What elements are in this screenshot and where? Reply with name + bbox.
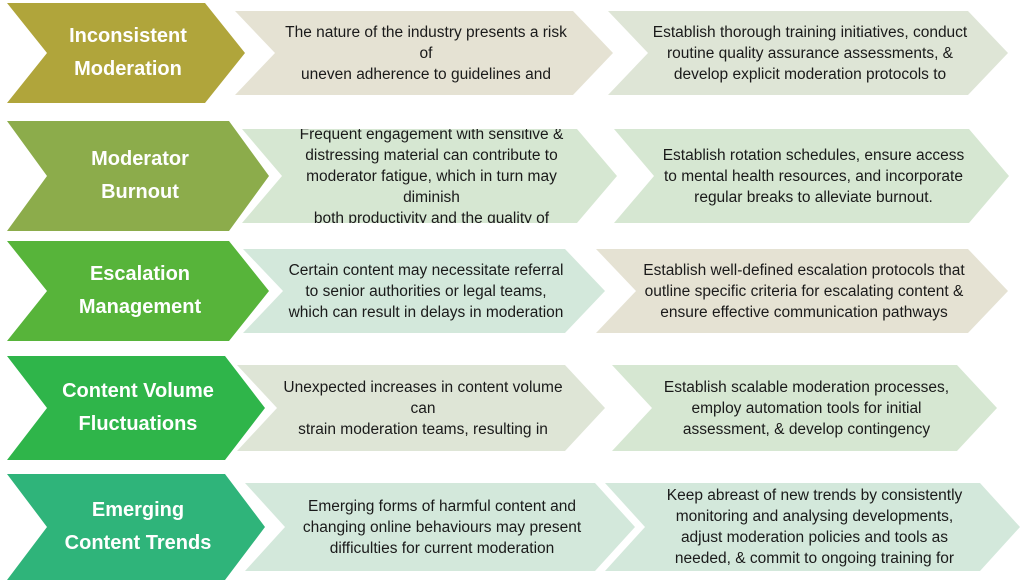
challenge-description-chevron: Unexpected increases in content volume c… <box>237 365 605 451</box>
text-line: difficulties for current moderation <box>329 539 555 557</box>
text-line: moderator fatigue, which in turn may dim… <box>306 167 557 206</box>
challenge-description-chevron-text: Emerging forms of harmful content and cha… <box>303 496 581 559</box>
text-line: adjust moderation policies and tools as <box>680 529 949 546</box>
text-line: needed, & commit to ongoing training for <box>674 550 955 567</box>
challenge-description-chevron: Frequent engagement with sensitive &dist… <box>242 129 617 223</box>
text-line: distressing material can contribute to <box>305 146 558 164</box>
text-line: routine quality assurance assessments, & <box>666 44 954 62</box>
text-line: develop explicit moderation protocols to <box>673 65 947 83</box>
text-line: Moderation <box>74 58 182 80</box>
text-line: changing online behaviours may present <box>302 518 582 536</box>
text-line: Content Volume <box>62 380 214 402</box>
solution-chevron-text: Establish scalable moderation processes,… <box>664 377 949 440</box>
text-line: Management <box>78 296 202 318</box>
challenge-description-chevron: The nature of the industry presents a ri… <box>235 11 613 95</box>
text-line: Certain content may necessitate referral <box>288 261 564 279</box>
text-line: regular breaks to alleviate burnout. <box>694 188 933 206</box>
challenge-description-chevron-text: Frequent engagement with sensitive & dist… <box>286 124 577 229</box>
text-line: Moderator <box>91 148 189 170</box>
solution-chevron-text: Establish well-defined escalation protoc… <box>643 260 964 323</box>
text-line: strain moderation teams, resulting in <box>298 420 548 438</box>
text-line: Frequent engagement with sensitive & <box>299 125 564 143</box>
solution-chevron: Establish scalable moderation processes,… <box>612 365 997 451</box>
solution-chevron: Establish well-defined escalation protoc… <box>596 249 1008 333</box>
text-line: The nature of the industry presents a ri… <box>285 23 567 62</box>
text-line: uneven adherence to guidelines and <box>301 65 551 83</box>
text-line: monitoring and analysing developments, <box>675 508 954 525</box>
text-line: Keep abreast of new trends by consistent… <box>666 487 963 504</box>
challenge-description-chevron-text: The nature of the industry presents a ri… <box>279 22 573 85</box>
challenge-description-chevron: Certain content may necessitate referral… <box>243 249 605 333</box>
text-line: outline specific criteria for escalating… <box>644 282 964 300</box>
text-line: Fluctuations <box>78 413 198 435</box>
challenge-description-chevron: Emerging forms of harmful content and cha… <box>245 483 635 571</box>
text-line: Establish rotation schedules, ensure acc… <box>662 146 965 164</box>
text-line: both productivity and the quality of <box>313 209 550 227</box>
solution-chevron-text: Establish thorough training initiatives,… <box>653 22 968 85</box>
solution-chevron-text: Keep abreast of new trends by consistent… <box>667 485 963 569</box>
text-line: to mental health resources, and incorpor… <box>664 167 963 185</box>
text-line: Escalation <box>89 263 191 285</box>
text-line: assessment, & develop contingency <box>682 420 931 438</box>
challenge-description-chevron-text: Unexpected increases in content volume c… <box>281 377 565 440</box>
text-line: Establish well-defined escalation protoc… <box>643 261 965 279</box>
text-line: Establish thorough training initiatives,… <box>652 23 968 41</box>
text-line: employ automation tools for initial <box>691 399 922 417</box>
challenge-description-chevron-text: Certain content may necessitate referral… <box>289 260 564 323</box>
text-line: Unexpected increases in content volume c… <box>283 378 563 417</box>
text-line: to senior authorities or legal teams, <box>305 282 547 300</box>
text-line: Emerging <box>91 499 185 521</box>
text-line: ensure effective communication pathways <box>660 303 948 321</box>
solution-chevron: Establish thorough training initiatives,… <box>608 11 1008 95</box>
text-line: Burnout <box>101 181 179 203</box>
text-line: Content Trends <box>64 532 212 554</box>
text-line: Establish scalable moderation processes, <box>663 378 950 396</box>
solution-chevron-text: Establish rotation schedules, ensure acc… <box>663 145 965 208</box>
text-line: Inconsistent <box>69 25 187 47</box>
solution-chevron: Keep abreast of new trends by consistent… <box>605 483 1020 571</box>
solution-chevron: Establish rotation schedules, ensure acc… <box>614 129 1009 223</box>
text-line: Emerging forms of harmful content and <box>308 497 576 515</box>
text-line: which can result in delays in moderation <box>288 303 564 321</box>
